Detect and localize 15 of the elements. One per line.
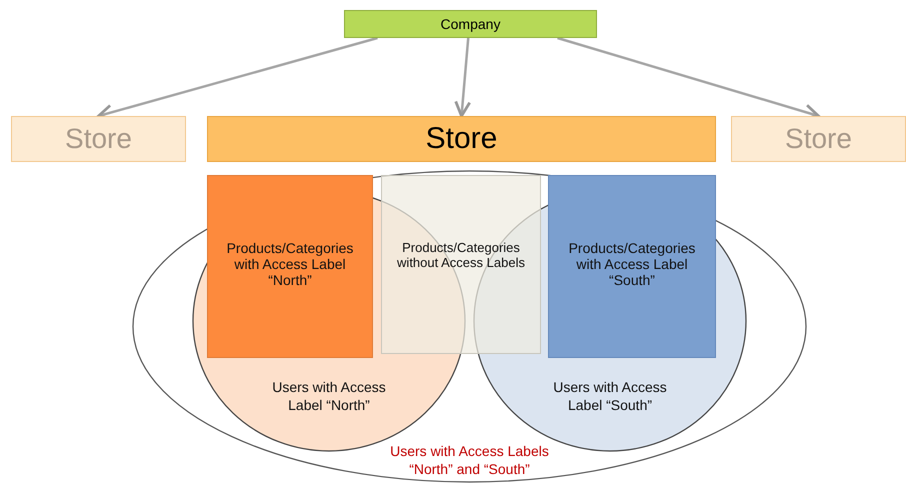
box-label: Store	[784, 123, 853, 155]
company-box	[344, 10, 597, 38]
group-label: Users with Access Labels “North” and “South”	[389, 442, 550, 478]
box-label: Store	[424, 122, 498, 156]
box-label: Products/Categories with Access Label “South”	[568, 240, 696, 288]
store-box	[207, 116, 716, 162]
box-label: Company	[440, 16, 502, 32]
group-label: Users with Access Label “North”	[271, 378, 387, 414]
group-label: Users with Access Label “South”	[552, 378, 668, 414]
box-label: Products/Categories without Access Labels	[396, 240, 526, 270]
store-box	[731, 116, 906, 162]
arrow	[454, 38, 472, 118]
store-box	[11, 116, 186, 162]
box-label: Store	[64, 123, 133, 155]
box-label: Products/Categories with Access Label “North”	[226, 240, 354, 288]
